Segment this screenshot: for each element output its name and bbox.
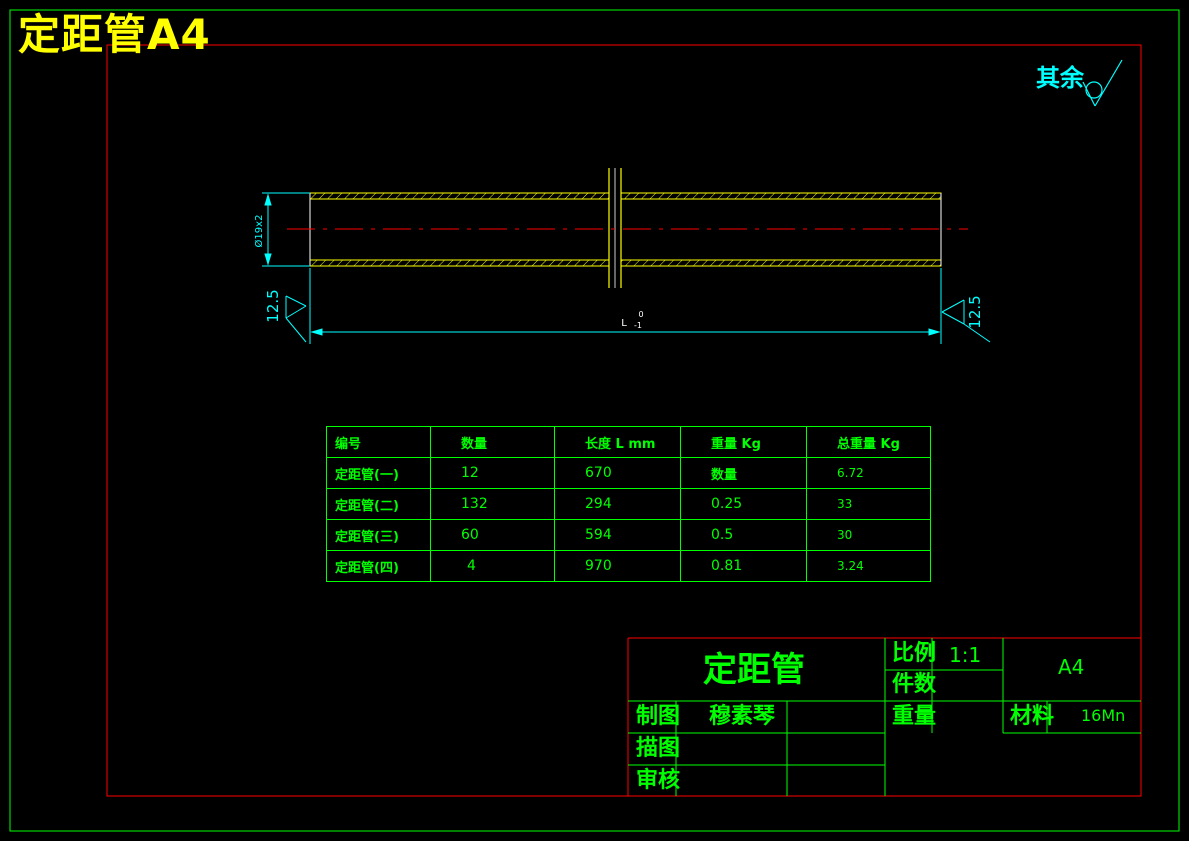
tb-count-label: 件数 (892, 672, 937, 697)
tb-weight-label: 重量 (892, 704, 937, 729)
tb-material-value: 16Mn (1081, 706, 1126, 725)
cell-total-weight: 30 (806, 519, 931, 551)
pipe-wall-bottom (309, 259, 942, 267)
roughness-note: 其余 (1036, 64, 1084, 92)
cell-id: 定距管(一) (326, 457, 431, 489)
title-block-grid (627, 637, 1141, 796)
cell-id: 定距管(四) (326, 550, 431, 582)
cell-qty: 12 (430, 457, 555, 489)
header-weight: 重量 Kg (680, 426, 807, 458)
diameter-label: Ø19x2 (253, 215, 265, 248)
tb-drawn-by: 穆素琴 (709, 704, 776, 729)
roughness-right-label: 12.5 (966, 295, 984, 328)
length-tolerance-lower: -1 (634, 321, 642, 330)
header-total-weight: 总重量 Kg (806, 426, 931, 458)
drawing-title: 定距管A4 (18, 10, 211, 59)
tb-drawn-label: 制图 (636, 704, 681, 729)
length-tolerance-upper: 0 (638, 310, 643, 319)
diameter-dimension (262, 192, 310, 267)
roughness-right-icon (941, 299, 991, 343)
header-id: 编号 (326, 426, 431, 458)
table-header-row: 编号 数量 长度 L mm 重量 Kg 总重量 Kg (326, 426, 931, 458)
tb-checked-label: 审核 (636, 768, 681, 793)
table-row: 定距管(四) 4 970 0.81 3.24 (326, 550, 931, 582)
tb-material-label: 材料 (1010, 704, 1055, 729)
tb-sheet-size: A4 (1058, 655, 1085, 679)
cell-id: 定距管(三) (326, 519, 431, 551)
roughness-left-icon (285, 295, 307, 343)
tb-part-name: 定距管 (703, 650, 805, 690)
table-row: 定距管(三) 60 594 0.5 30 (326, 519, 931, 551)
cell-weight: 0.81 (680, 550, 807, 582)
cell-length: 294 (554, 488, 681, 520)
cell-weight: 0.5 (680, 519, 807, 551)
parts-table: 编号 数量 长度 L mm 重量 Kg 总重量 Kg 定距管(一) 12 670… (326, 426, 931, 582)
outer-border (9, 9, 1180, 832)
cell-length: 970 (554, 550, 681, 582)
cell-length: 670 (554, 457, 681, 489)
cell-id: 定距管(二) (326, 488, 431, 520)
pipe-wall-top (309, 192, 942, 200)
cell-length: 594 (554, 519, 681, 551)
cell-qty: 60 (430, 519, 555, 551)
tb-traced-label: 描图 (636, 736, 681, 761)
table-row: 定距管(一) 12 670 数量 6.72 (326, 457, 931, 489)
cell-total-weight: 3.24 (806, 550, 931, 582)
cell-total-weight: 6.72 (806, 457, 931, 489)
length-dimension (309, 268, 942, 344)
drawing-frame (106, 44, 1142, 797)
cell-weight: 0.25 (680, 488, 807, 520)
header-length: 长度 L mm (554, 426, 681, 458)
roughness-symbol-icon (1082, 59, 1123, 107)
cell-total-weight: 33 (806, 488, 931, 520)
header-qty: 数量 (430, 426, 555, 458)
cell-qty: 132 (430, 488, 555, 520)
cell-qty: 4 (430, 550, 555, 582)
tb-scale-label: 比例 (892, 641, 937, 666)
tb-scale-value: 1:1 (949, 643, 982, 667)
length-label: L (621, 318, 627, 329)
table-row: 定距管(二) 132 294 0.25 33 (326, 488, 931, 520)
pipe-drawing (287, 168, 968, 288)
roughness-left-label: 12.5 (264, 289, 282, 322)
cell-weight: 数量 (680, 457, 807, 489)
